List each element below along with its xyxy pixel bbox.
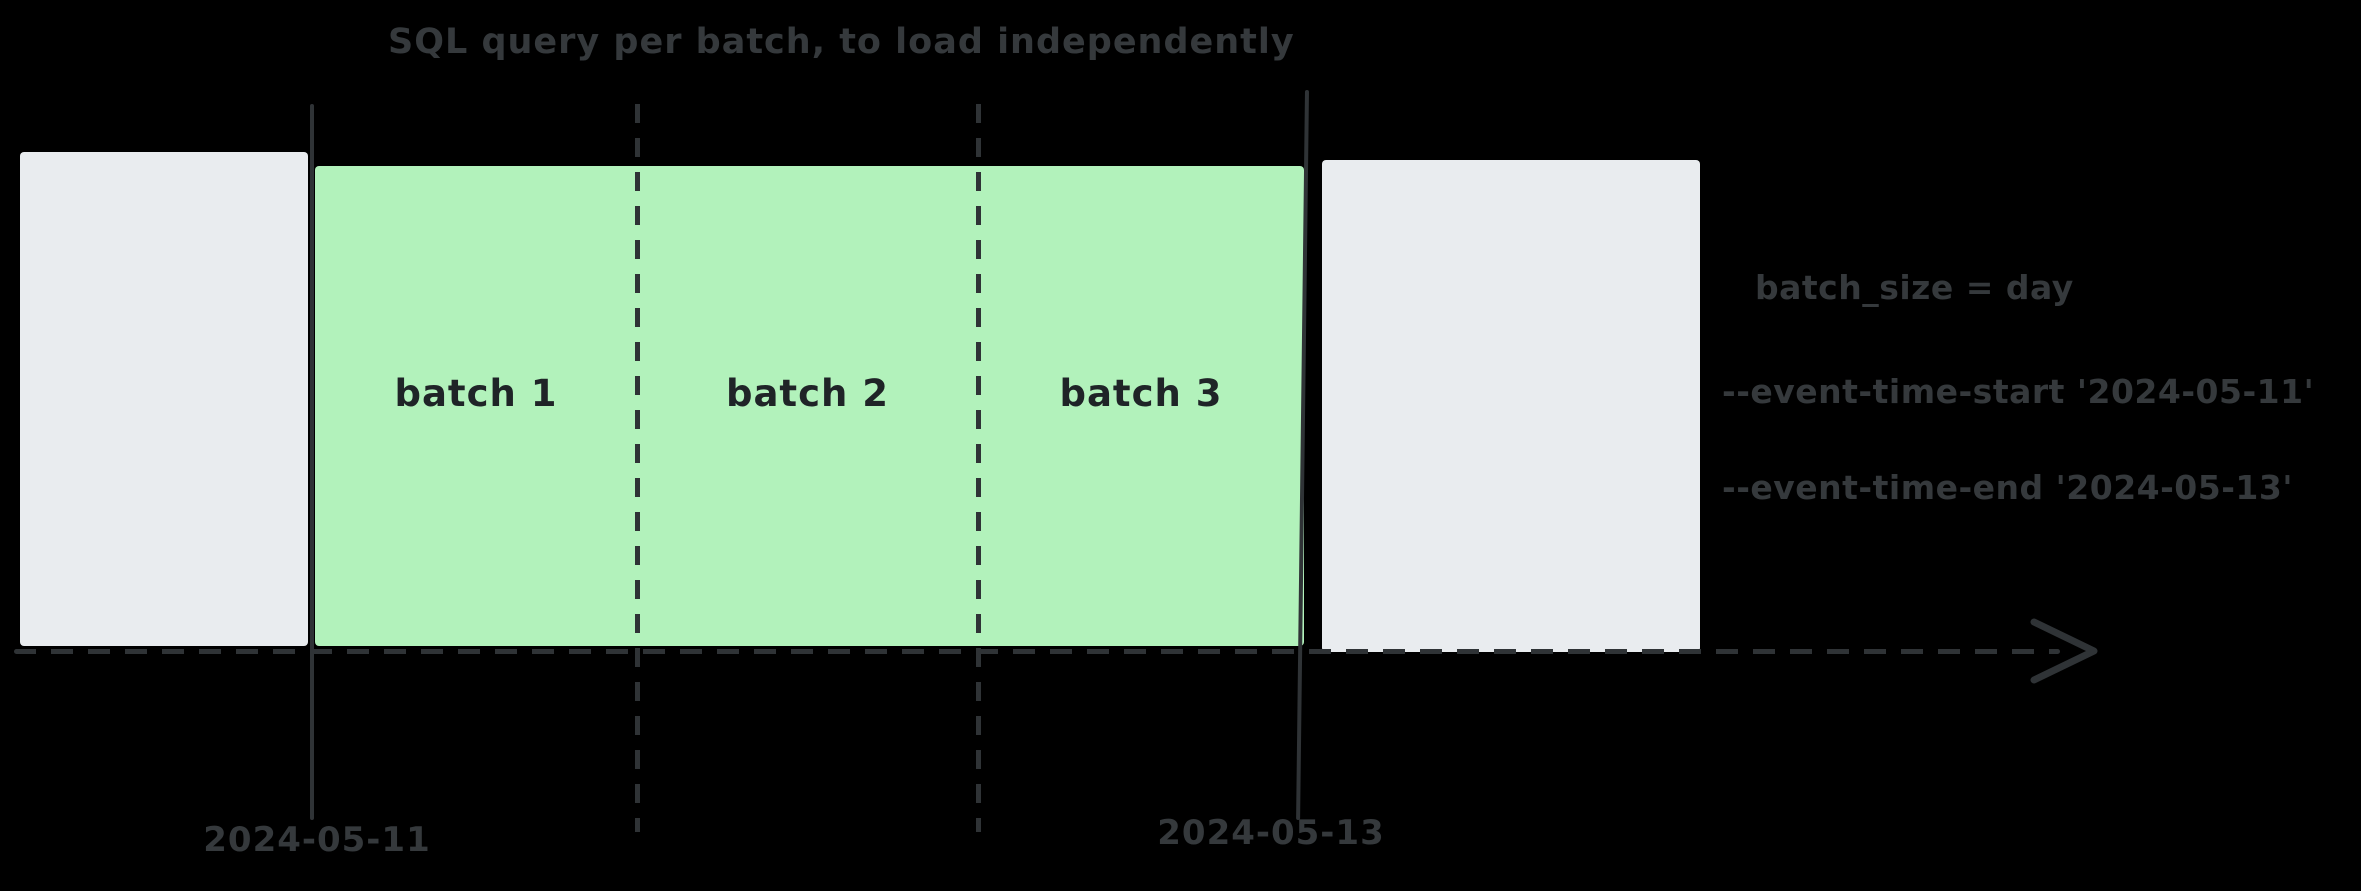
out-of-range-rect-left xyxy=(20,152,308,646)
batch-divider-line-1 xyxy=(635,104,640,832)
batch-2-label: batch 2 xyxy=(725,372,890,415)
batch-window-rect xyxy=(315,166,1304,646)
time-axis-dashed-line xyxy=(14,649,2060,654)
batch-3-label: batch 3 xyxy=(1059,372,1223,415)
arrow-right-icon xyxy=(2030,618,2098,684)
event-time-end-date-label: 2024-05-13 xyxy=(1157,813,1385,853)
event-time-start-date-label: 2024-05-11 xyxy=(203,820,431,860)
annotation-event-time-end: --event-time-end '2024-05-13' xyxy=(1722,468,2293,507)
batch-1-label: batch 1 xyxy=(394,372,558,415)
event-time-start-boundary-line xyxy=(310,104,314,820)
out-of-range-rect-right xyxy=(1322,160,1700,652)
batch-divider-line-2 xyxy=(976,104,981,832)
annotation-batch-size: batch_size = day xyxy=(1755,268,2074,307)
diagram-title: SQL query per batch, to load independent… xyxy=(388,22,1295,62)
annotation-event-time-start: --event-time-start '2024-05-11' xyxy=(1722,372,2315,411)
